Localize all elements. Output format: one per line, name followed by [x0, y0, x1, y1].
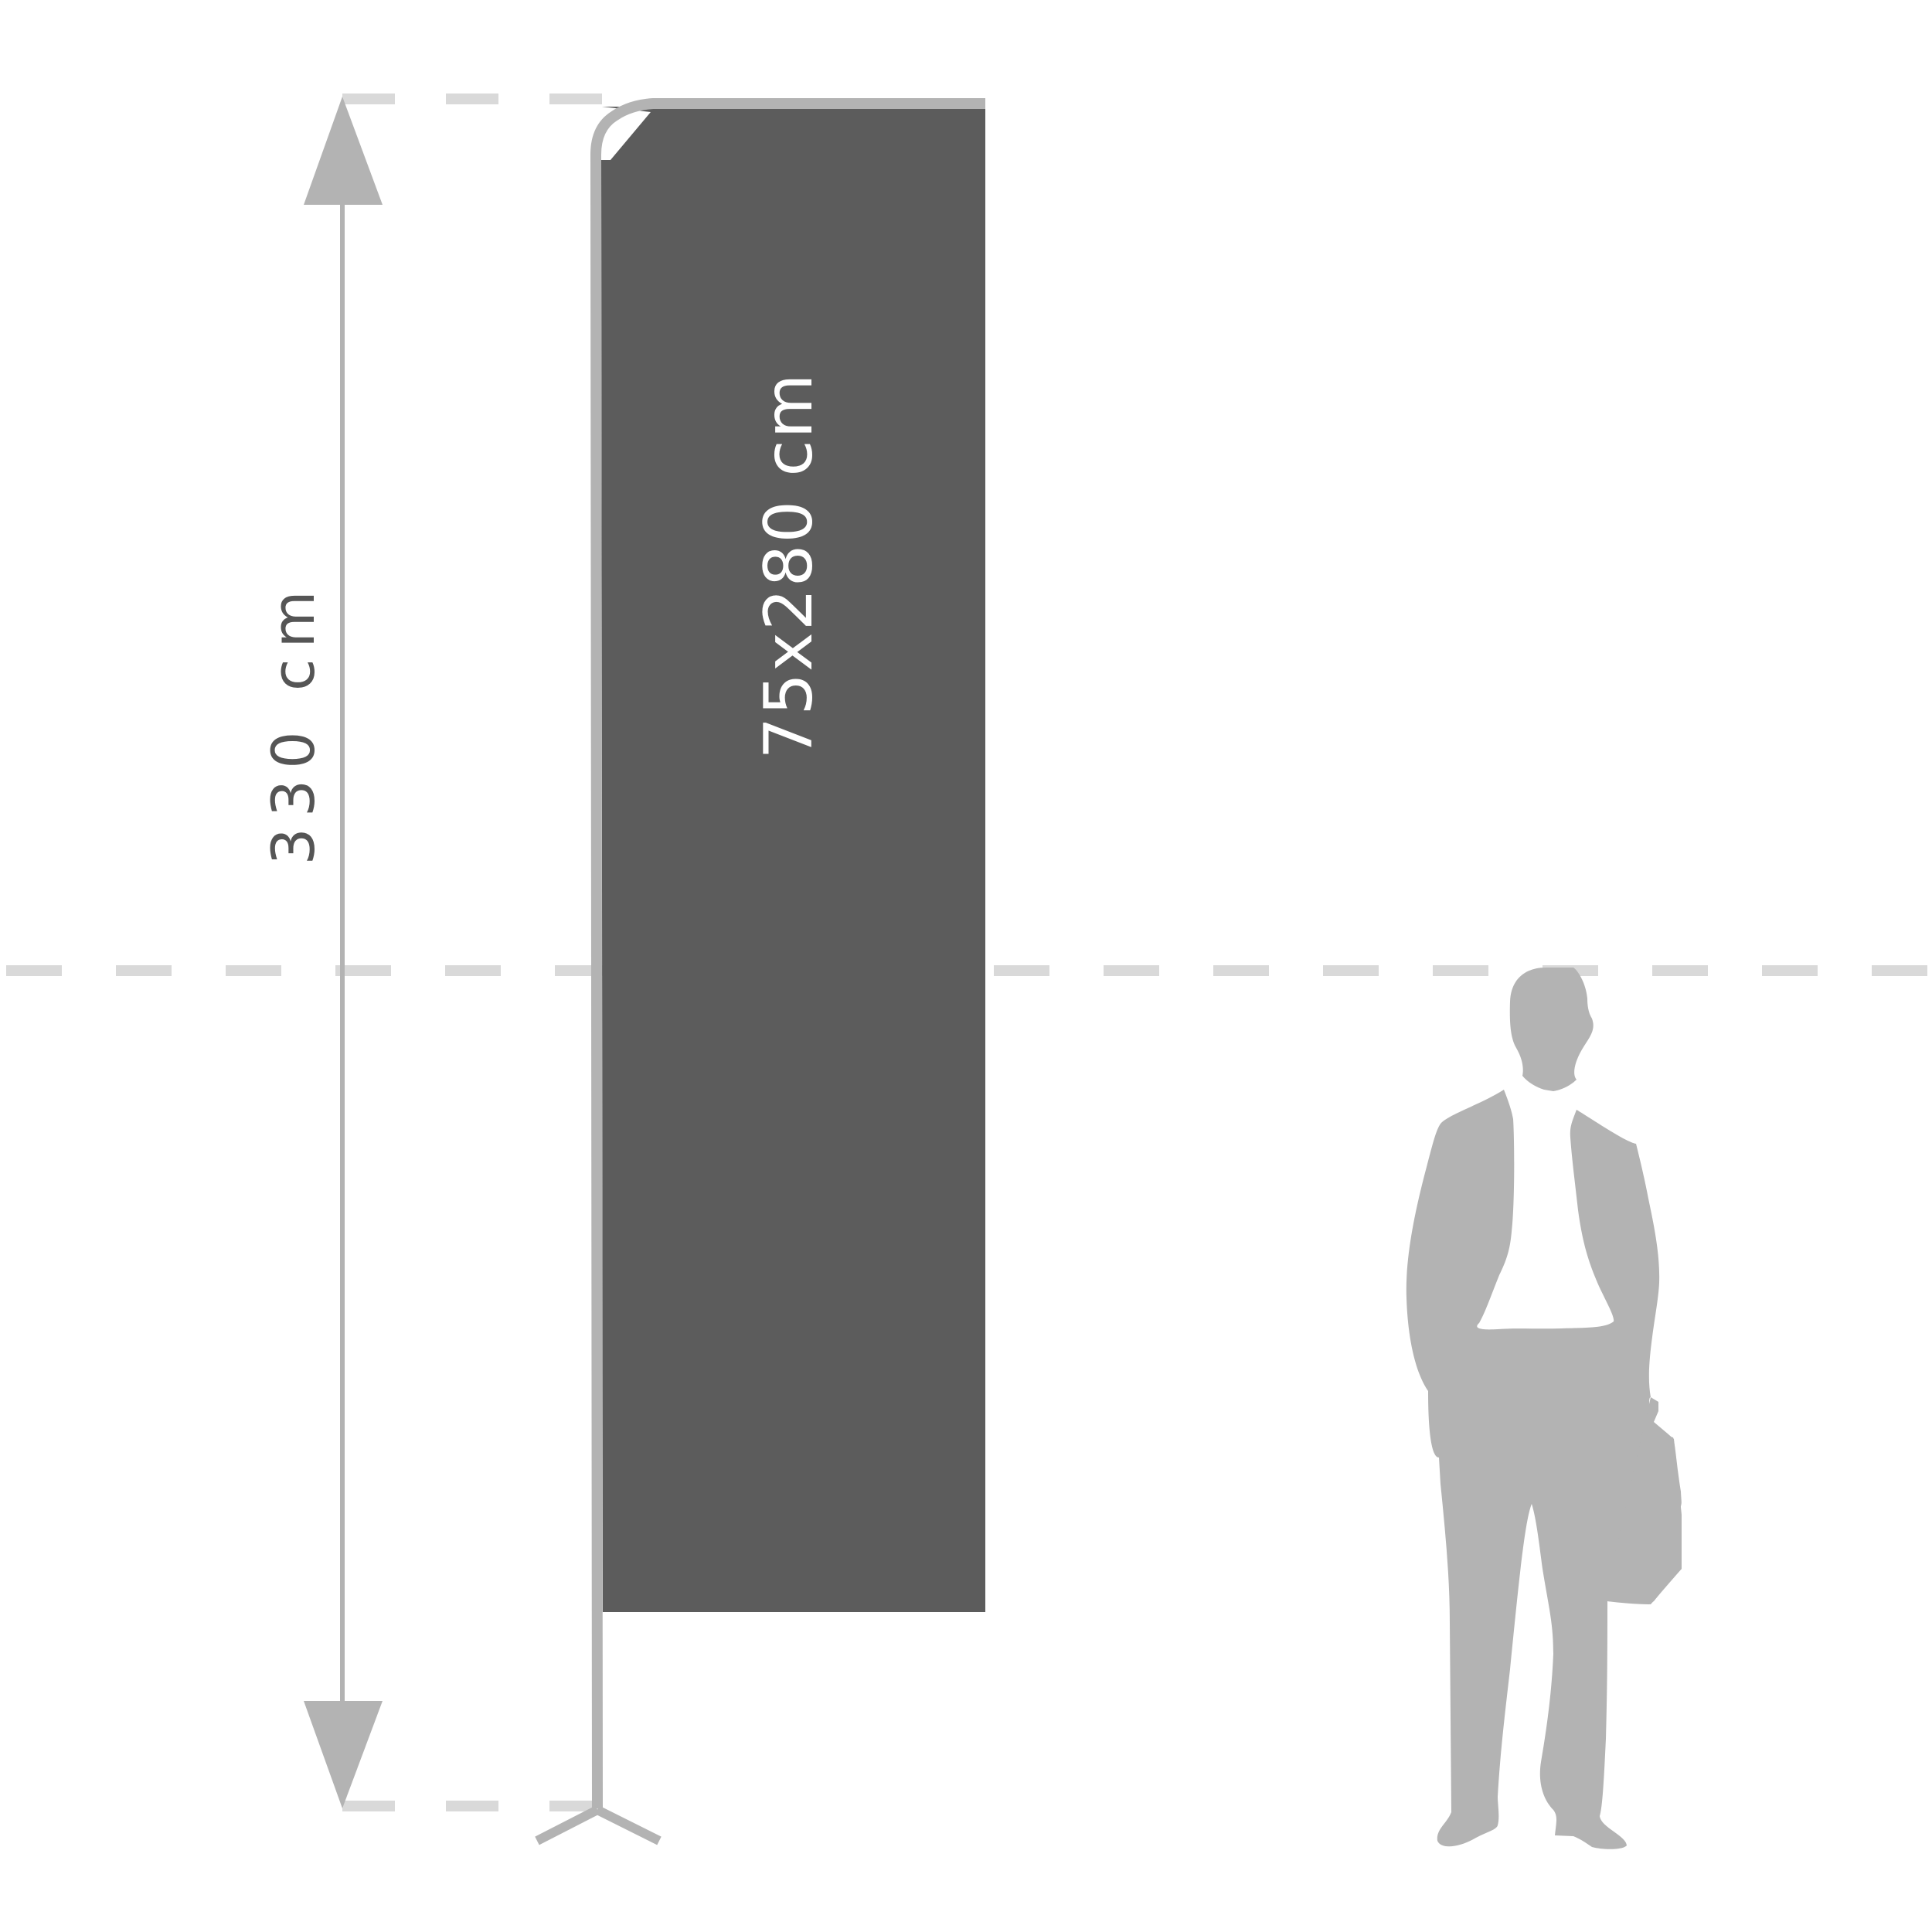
arrow-up-icon: [304, 97, 383, 205]
flag-size-label: 75x280 cm: [750, 372, 828, 760]
pole-base-left-foot: [535, 1805, 600, 1845]
flag-pole: [590, 98, 985, 1809]
height-label: 330 cm: [259, 580, 328, 865]
pole-base-right-foot: [595, 1805, 662, 1845]
person-silhouette-icon: [1406, 968, 1682, 1849]
arrow-down-icon: [304, 1701, 383, 1808]
flag-banner: [601, 107, 985, 1612]
